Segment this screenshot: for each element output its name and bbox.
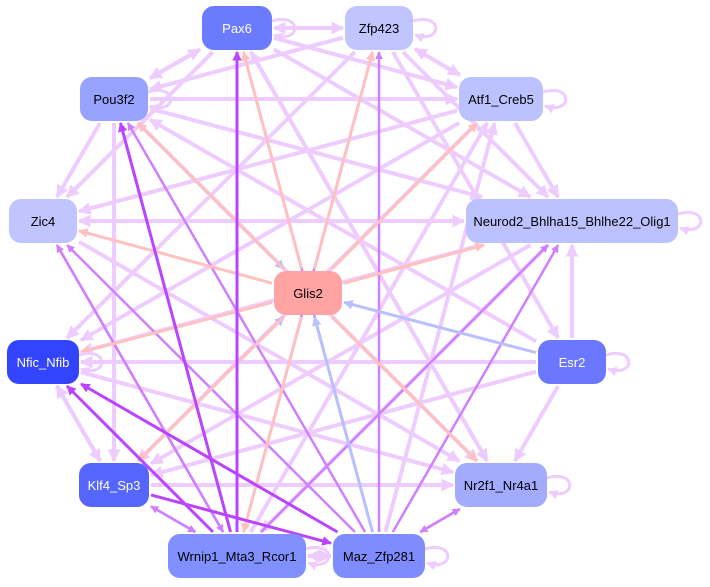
node-label: Nfic_Nfib <box>16 354 70 370</box>
node-label: Atf1_Creb5 <box>468 91 534 107</box>
self-loop-Atf1_Creb5 <box>542 88 568 114</box>
edge-Pou3f2-to-Neurod2 <box>149 106 484 201</box>
edge-Atf1_Creb5-to-Zfp423 <box>413 47 461 77</box>
edge-Glis2-to-Zic4 <box>78 228 273 285</box>
edge-Wrnip1-to-Klf4_Sp3 <box>150 505 197 534</box>
node-nfic_nfib[interactable]: Nfic_Nfib <box>7 340 79 384</box>
edge-Wrnip1-to-Zic4 <box>55 244 225 533</box>
edge-Wrnip1-to-Atf1_Creb5 <box>249 121 489 534</box>
edge-Wrnip1-to-Nfic_Nfib <box>65 384 215 534</box>
edge-Nr2f1_Nr4a1-to-Maz_Zfp281 <box>419 507 461 534</box>
self-loop-Nr2f1_Nr4a1 <box>546 474 572 500</box>
self-loop-Pou3f2 <box>147 88 173 114</box>
edge-Pax6-to-Neurod2 <box>273 47 532 199</box>
node-pou3f2[interactable]: Pou3f2 <box>80 77 148 121</box>
node-label: Glis2 <box>293 285 323 301</box>
node-label: Esr2 <box>558 354 586 370</box>
self-loop-Nfic_Nfib <box>78 351 104 377</box>
self-loop-Wrnip1 <box>305 545 331 571</box>
edge-Maz_Zfp281-to-Glis2 <box>312 316 374 533</box>
node-label: Zfp423 <box>358 20 400 36</box>
edge-Esr2-to-Glis2 <box>343 299 537 355</box>
edge-Glis2-to-Pax6 <box>241 51 304 270</box>
node-label: Pax6 <box>222 20 252 36</box>
node-label: Maz_Zfp281 <box>342 548 416 564</box>
edge-Atf1_Creb5-to-Nfic_Nfib <box>79 121 461 342</box>
self-loop-Pax6 <box>271 17 297 43</box>
self-loop-Neurod2 <box>677 210 703 236</box>
edge-Neurod2-to-Klf4_Sp3 <box>149 243 532 466</box>
edge-Maz_Zfp281-to-Neurod2 <box>391 244 560 533</box>
node-atf1_creb5[interactable]: Atf1_Creb5 <box>459 77 543 121</box>
edge-Glis2-to-Zfp423 <box>312 51 375 270</box>
edge-Maz_Zfp281-to-Pou3f2 <box>126 122 367 533</box>
edge-Glis2-to-Neurod2 <box>343 242 485 285</box>
node-label: Nr2f1_Nr4a1 <box>463 477 539 493</box>
edge-Pou3f2-to-Zic4 <box>55 121 102 199</box>
node-zfp423[interactable]: Zfp423 <box>345 6 413 50</box>
edge-Wrnip1-to-Pou3f2 <box>118 122 232 533</box>
node-zic4[interactable]: Zic4 <box>9 199 77 243</box>
self-loop-Zfp423 <box>412 17 438 43</box>
edge-Klf4_Sp3-to-Maz_Zfp281 <box>150 493 332 546</box>
edge-Glis2-to-Pou3f2 <box>136 121 286 271</box>
edge-Esr2-to-Pou3f2 <box>148 117 537 344</box>
edge-Nr2f1_Nr4a1-to-Pax6 <box>249 50 489 463</box>
edge-Atf1_Creb5-to-Neurod2 <box>513 121 560 199</box>
node-label: Wrnip1_Mta3_Rcor1 <box>177 548 297 564</box>
node-wrnip1[interactable]: Wrnip1_Mta3_Rcor1 <box>168 534 306 578</box>
node-label: Zic4 <box>30 213 56 229</box>
node-pax6[interactable]: Pax6 <box>202 6 272 50</box>
node-label: Pou3f2 <box>93 91 135 107</box>
edge-Glis2-to-Klf4_Sp3 <box>137 315 285 463</box>
node-nr2f1_nr4a1[interactable]: Nr2f1_Nr4a1 <box>455 463 547 507</box>
node-maz_zfp281[interactable]: Maz_Zfp281 <box>333 534 425 578</box>
edge-Esr2-to-Nr2f1_Nr4a1 <box>513 385 560 463</box>
edge-Klf4_Sp3-to-Nfic_Nfib <box>55 384 102 462</box>
edge-Atf1_Creb5-to-Zic4 <box>77 108 458 215</box>
node-klf4_sp3[interactable]: Klf4_Sp3 <box>79 463 149 507</box>
node-glis2[interactable]: Glis2 <box>274 271 342 315</box>
node-esr2[interactable]: Esr2 <box>538 340 606 384</box>
node-neurod2[interactable]: Neurod2_Bhlha15_Bhlhe22_Olig1 <box>466 199 678 243</box>
edge-Glis2-to-Wrnip1 <box>241 316 303 533</box>
edge-Glis2-to-Atf1_Creb5 <box>330 121 479 271</box>
self-loop-Maz_Zfp281 <box>424 545 450 571</box>
edge-Pou3f2-to-Pax6 <box>149 47 202 80</box>
edge-Glis2-to-Nr2f1_Nr4a1 <box>331 315 478 463</box>
edge-Zic4-to-Nr2f1_Nr4a1 <box>78 240 461 463</box>
self-loop-Esr2 <box>605 351 631 377</box>
node-label: Neurod2_Bhlha15_Bhlhe22_Olig1 <box>473 213 671 229</box>
node-label: Klf4_Sp3 <box>87 477 141 493</box>
edge-Nfic_Nfib-to-Nr2f1_Nr4a1 <box>80 370 455 476</box>
